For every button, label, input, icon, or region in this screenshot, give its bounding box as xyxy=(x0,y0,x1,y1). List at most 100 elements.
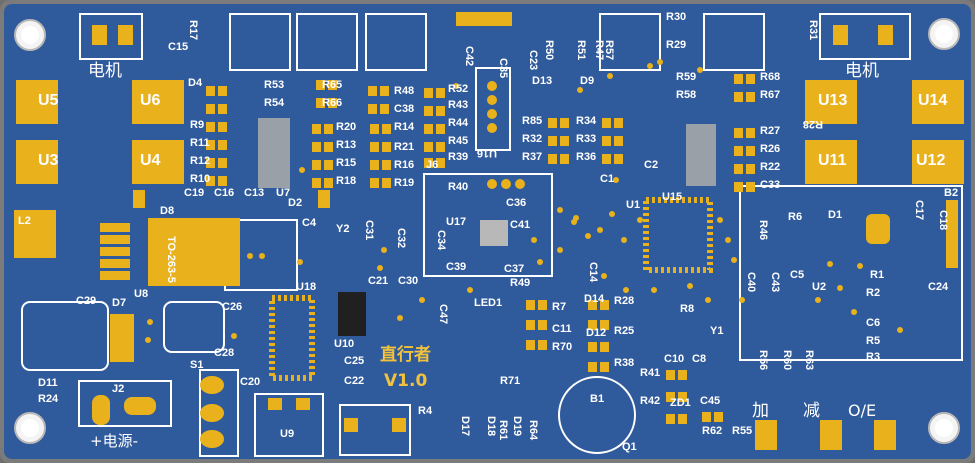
ref-r43: R43 xyxy=(448,99,468,111)
ref-r85: R85 xyxy=(522,115,542,127)
motor-right-label: 电机 xyxy=(845,61,879,81)
ref-c19: C19 xyxy=(184,187,204,199)
ref-r48: R48 xyxy=(394,85,414,97)
smd-pad xyxy=(746,182,755,192)
ref-u18: U18 xyxy=(296,281,316,293)
via xyxy=(697,67,703,73)
via xyxy=(647,63,653,69)
smd-pad xyxy=(312,160,321,170)
ref-c47: C47 xyxy=(437,304,449,324)
smd-pad xyxy=(382,160,391,170)
smd-pad xyxy=(206,86,215,96)
smd-pad xyxy=(206,104,215,114)
ref-c14: C14 xyxy=(587,262,599,283)
ref-c6: C6 xyxy=(866,317,880,329)
ref-c24: C24 xyxy=(928,281,949,293)
ref-j6: J6 xyxy=(426,159,438,171)
ref-r66: R66 xyxy=(322,97,342,109)
via xyxy=(687,283,693,289)
ref-d13: D13 xyxy=(532,75,552,87)
smd-pad xyxy=(548,136,557,146)
ref-u12: U12 xyxy=(916,152,945,169)
ref-s1: S1 xyxy=(190,359,203,371)
via xyxy=(725,237,731,243)
via xyxy=(259,253,265,259)
package-label: TO-263-5 xyxy=(165,236,177,283)
ref-d14: D14 xyxy=(584,293,605,305)
smd-pad xyxy=(560,118,569,128)
smd-pad xyxy=(614,136,623,146)
via xyxy=(453,83,459,89)
smd-pad xyxy=(600,342,609,352)
ref-c2: C2 xyxy=(644,159,658,171)
ref-c28: C28 xyxy=(214,347,234,359)
via xyxy=(851,309,857,315)
smd-pad xyxy=(382,124,391,134)
smd-pad xyxy=(600,300,609,310)
smd-pad xyxy=(218,104,227,114)
ref-c40: C40 xyxy=(745,272,757,292)
via xyxy=(377,265,383,271)
ref-r47: R47 xyxy=(593,40,605,60)
ref-u15: U15 xyxy=(662,191,682,203)
ref-u17: U17 xyxy=(446,216,466,228)
ref-r4: R4 xyxy=(418,405,433,417)
ref-r14: R14 xyxy=(394,121,415,133)
ref-b2: B2 xyxy=(944,187,958,199)
smd-pad xyxy=(600,362,609,372)
ref-c31: C31 xyxy=(363,220,375,240)
ref-r52: R52 xyxy=(448,83,468,95)
ref-r64: R64 xyxy=(527,420,539,441)
smd-pad xyxy=(702,412,711,422)
smd-pad xyxy=(206,140,215,150)
via xyxy=(731,257,737,263)
smd-pad xyxy=(206,176,215,186)
ref-d11: D11 xyxy=(38,377,58,389)
ref-d1: D1 xyxy=(828,209,842,221)
ref-r36: R36 xyxy=(576,151,596,163)
ref-r49: R49 xyxy=(510,277,530,289)
ref-c4: C4 xyxy=(302,217,317,229)
ref-zd1: ZD1 xyxy=(670,397,691,409)
smd-pad xyxy=(436,142,445,152)
ref-c23: C23 xyxy=(527,50,539,70)
ref-d19: D19 xyxy=(511,416,523,436)
ref-u6: U6 xyxy=(140,92,161,109)
via xyxy=(607,73,613,79)
smd-pad xyxy=(370,160,379,170)
ref-c25: C25 xyxy=(344,355,364,367)
smd-pad xyxy=(328,80,337,90)
ref-d8: D8 xyxy=(160,205,174,217)
ref-y2: Y2 xyxy=(336,223,349,235)
ref-u7: U7 xyxy=(276,187,290,199)
ref-r10: R10 xyxy=(190,173,210,185)
via xyxy=(637,217,643,223)
ref-r26: R26 xyxy=(760,143,780,155)
ref-c45: C45 xyxy=(700,395,720,407)
ref-r60: R60 xyxy=(781,350,793,370)
ref-r32: R32 xyxy=(522,133,542,145)
ref-r19: R19 xyxy=(394,177,414,189)
ref-c22: C22 xyxy=(344,375,364,387)
via xyxy=(297,259,303,265)
via xyxy=(815,297,821,303)
ref-l2: L2 xyxy=(18,215,31,227)
ref-u8: U8 xyxy=(134,288,148,300)
smd-pad xyxy=(424,142,433,152)
ref-y1: Y1 xyxy=(710,325,723,337)
via xyxy=(419,297,425,303)
ref-r30: R30 xyxy=(666,11,686,23)
ref-r13: R13 xyxy=(336,139,356,151)
ref-c11: C11 xyxy=(552,323,572,335)
smd-pad xyxy=(382,178,391,188)
smd-pad xyxy=(746,146,755,156)
ref-d7: D7 xyxy=(112,297,126,309)
smd-pad xyxy=(746,74,755,84)
smd-pad xyxy=(206,122,215,132)
ref-r51: R51 xyxy=(575,40,587,60)
smd-pad xyxy=(666,392,675,402)
smd-pad xyxy=(370,124,379,134)
smd-pad xyxy=(734,128,743,138)
smd-pad xyxy=(324,124,333,134)
